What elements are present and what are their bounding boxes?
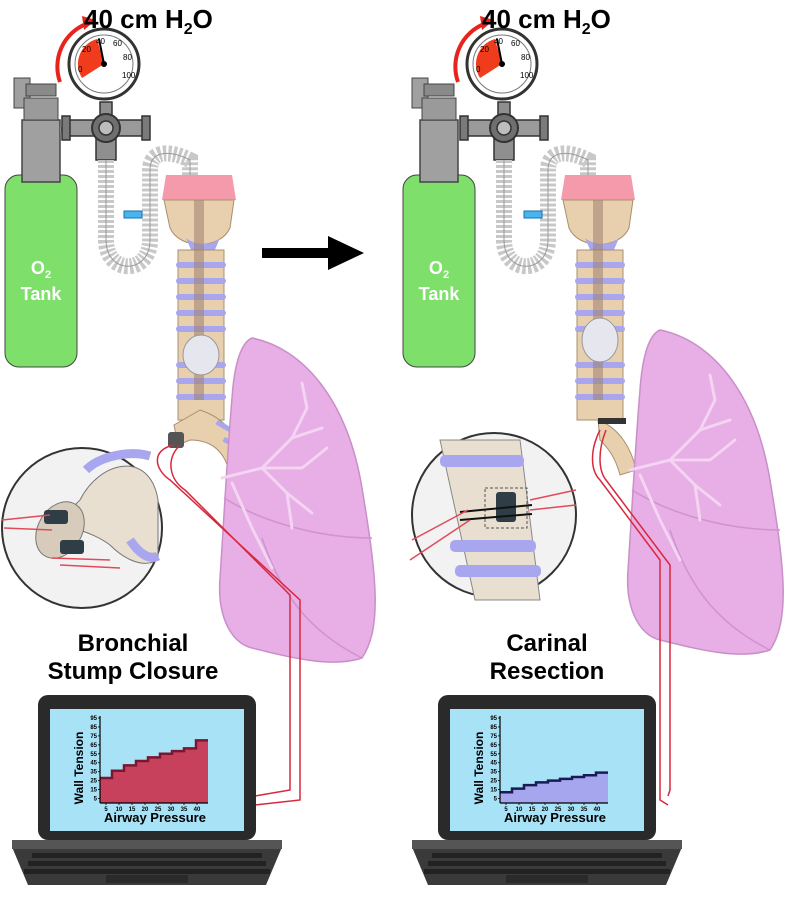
chart-left-y-tick: 65 [90,743,97,749]
svg-text:100: 100 [122,71,136,80]
chart-left-x-tick: 25 [155,807,162,813]
svg-text:20: 20 [480,45,489,54]
chart-left-y-tick: 5 [94,797,98,803]
panel-title-left-line2: Stump Closure [48,658,219,685]
chart-right-y-tick: 25 [490,779,497,785]
chart-right-x-tick: 30 [568,807,575,813]
chart-left-x-tick: 30 [168,807,175,813]
svg-text:80: 80 [521,53,530,62]
chart-left-y-tick: 45 [90,761,97,767]
chart-left-y-tick: 75 [90,734,97,740]
right-apparatus: O2 Tank 0 20 40 60 80 100 40 cm H2O [402,4,785,885]
chart-left-x-tick: 15 [129,807,136,813]
chart-right: Wall Tension Airway Pressure 51525354555… [472,716,608,825]
valve-right [459,101,549,161]
pressure-gauge-right: 0 20 40 60 80 100 [453,14,539,101]
chart-left-plot: 5 15 25 35 45 55 65 75 85 95 5 10 15 20 25 30 35 40 [90,716,208,813]
chart-right-y-tick: 35 [490,770,497,776]
chart-left-area [100,740,208,803]
chart-left-y-tick: 95 [90,716,97,722]
panel-title-left-line1: Bronchial [78,630,189,657]
chart-right-x-tick: 20 [542,807,549,813]
chart-right-x-tick: 10 [516,807,523,813]
chart-left-y-tick: 55 [90,752,97,758]
tank-label-o2: O2 [31,258,51,281]
svg-text:80: 80 [123,53,132,62]
pressure-gauge-left: 0 20 40 60 80 100 [55,14,141,101]
valve-left [61,101,151,161]
tank-label-tank-right: Tank [419,284,461,304]
chart-right-y-tick: 75 [490,734,497,740]
chart-left-ylabel: Wall Tension [72,732,86,805]
pressure-label-right: 40 cm H2O [482,4,611,38]
chart-right-ylabel: Wall Tension [472,732,486,805]
tank-label-o2-right: O2 [429,258,449,281]
oxygen-tank-left: O2 Tank [4,77,78,368]
chart-right-x-tick: 35 [581,807,588,813]
chart-right-series-line [500,771,608,794]
chart-right-x-tick: 15 [529,807,536,813]
chart-right-x-tick: 5 [504,807,508,813]
chart-left-xlabel: Airway Pressure [104,810,206,825]
chart-right-x-tick: 40 [594,807,601,813]
panel-title-right-line1: Carinal [506,630,587,657]
trachea-right [561,175,637,476]
chart-left-x-tick: 20 [142,807,149,813]
svg-text:20: 20 [82,45,91,54]
panel-title-right-line2: Resection [490,658,605,685]
chart-left-y-tick: 15 [90,788,97,794]
svg-text:100: 100 [520,71,534,80]
transition-arrow [262,236,364,270]
chart-right-y-tick: 85 [490,725,497,731]
left-apparatus: O2 Tank 0 20 40 60 80 100 40 cm H2O [1,4,377,885]
chart-left-x-tick: 5 [104,807,108,813]
chart-right-y-tick: 65 [490,743,497,749]
chart-right-xlabel: Airway Pressure [504,810,606,825]
chart-right-area [500,772,608,803]
svg-text:0: 0 [476,65,481,74]
svg-text:40: 40 [96,37,105,46]
chart-left-y-tick: 25 [90,779,97,785]
oxygen-tank-right: O2 Tank [402,77,476,368]
svg-text:0: 0 [78,65,83,74]
chart-left-series-line [100,739,208,780]
chart-right-x-tick: 25 [555,807,562,813]
zoom-inset-left [1,447,163,609]
chart-left: Wall Tension Airway Pressure 51525354555… [72,716,208,825]
chart-left-x-tick: 40 [194,807,201,813]
chart-right-y-tick: 15 [490,788,497,794]
lung-right [626,328,785,656]
chart-left-x-tick: 35 [181,807,188,813]
chart-left-y-tick: 35 [90,770,97,776]
chart-right-y-tick: 45 [490,761,497,767]
chart-right-y-tick: 5 [494,797,498,803]
chart-left-y-tick: 85 [90,725,97,731]
svg-text:40: 40 [494,37,503,46]
chart-right-y-tick: 95 [490,716,497,722]
lung-left [218,336,377,664]
pressure-label-left: 40 cm H2O [84,4,213,38]
chart-right-y-tick: 55 [490,752,497,758]
chart-right-plot: 5 15 25 35 45 55 65 75 85 95 5 10 15 20 25 30 35 40 [490,716,608,813]
zoom-inset-right [409,432,577,601]
chart-left-x-tick: 10 [116,807,123,813]
svg-text:60: 60 [113,39,122,48]
svg-text:60: 60 [511,39,520,48]
tank-label-tank: Tank [21,284,63,304]
